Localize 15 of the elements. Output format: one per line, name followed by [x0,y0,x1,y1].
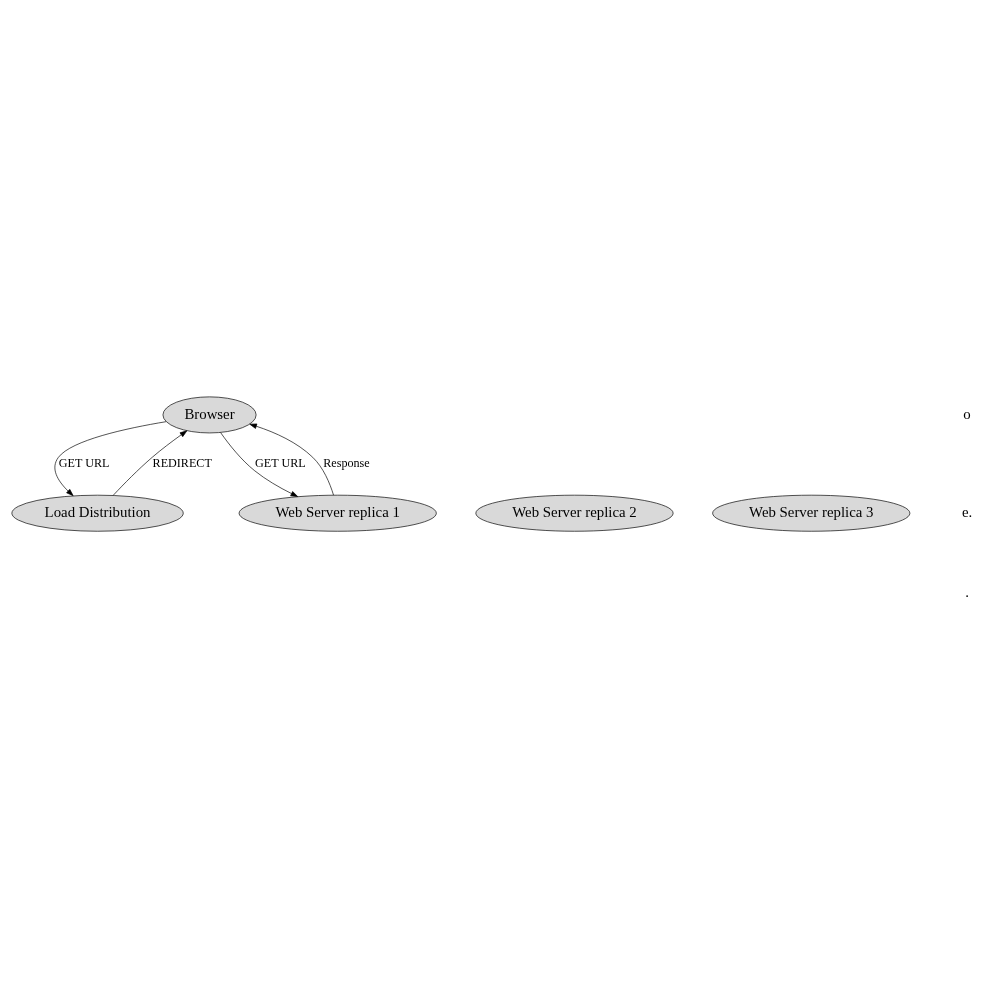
edge-label: GET URL [58,455,109,470]
edge-label: Response [322,455,370,470]
label: e. [961,503,972,520]
label: o [962,405,971,422]
node-ellipse: Web Server replica 3 [711,494,910,532]
arrow [112,430,187,495]
node-ellipse: Load Distribution [11,494,184,532]
node-ellipse: Web Server replica 2 [475,494,673,532]
arrow [54,420,166,496]
node-ellipse: Web Server replica 1 [238,494,437,532]
label: . [964,583,969,600]
arrow [219,431,298,497]
edge-label: GET URL [254,455,306,470]
arrow [248,423,334,495]
edge-label: REDIRECT [152,455,212,470]
